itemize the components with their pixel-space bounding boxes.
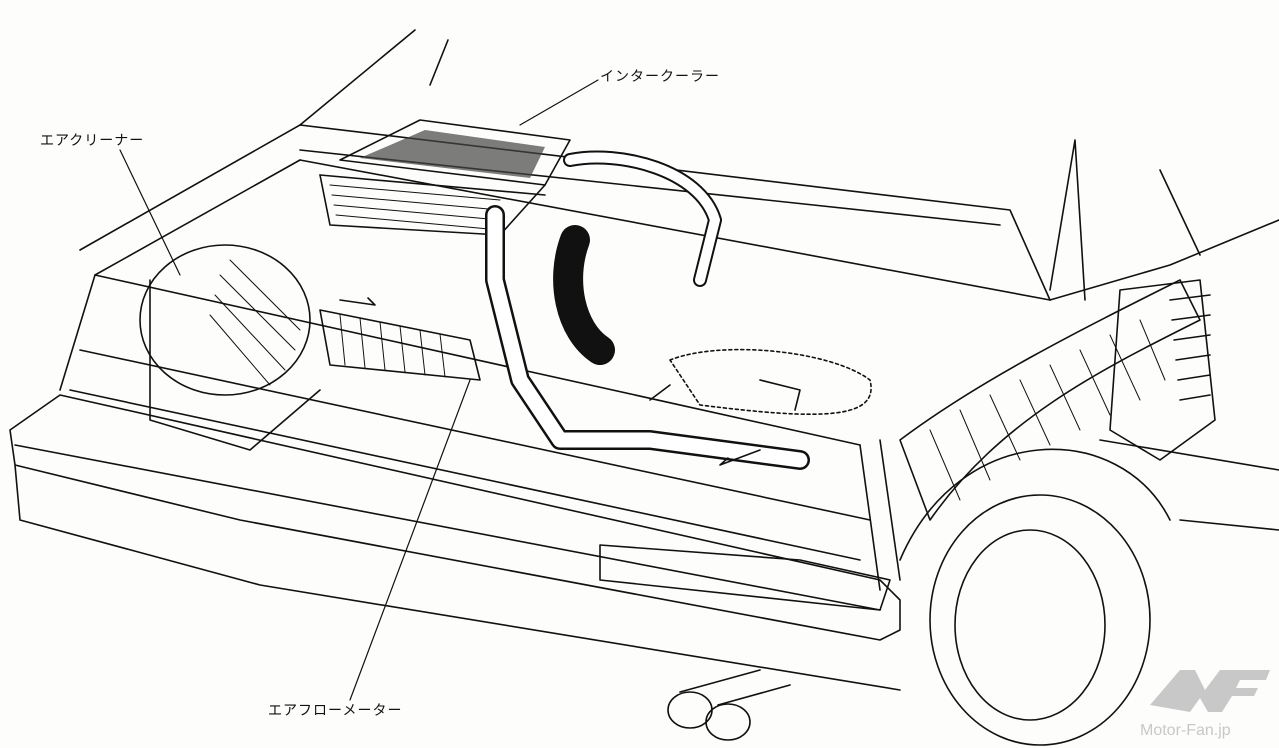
motor-fan-logo [1150, 670, 1270, 712]
label-intercooler: インタークーラー [600, 69, 720, 85]
side-vent [1109, 279, 1216, 461]
label-air-cleaner: エアクリーナー [40, 133, 145, 149]
leader-intercooler [519, 79, 599, 126]
a-pillar-left [299, 29, 416, 126]
leader-air-flow-meter [349, 379, 471, 701]
air-flow-meter [319, 309, 481, 381]
intercooler-core [339, 119, 571, 186]
lower-duct [599, 544, 891, 611]
leader-air-cleaner [119, 149, 181, 276]
front-wheel [929, 494, 1151, 746]
exhaust-pipe-right [705, 703, 751, 741]
intake-duct [899, 279, 1201, 521]
front-bumper [9, 394, 901, 641]
turbo-hose [553, 225, 615, 365]
flow-arrow [339, 297, 376, 306]
label-air-flow-meter: エアフローメーター [268, 703, 403, 719]
watermark-site: Motor-Fan.jp [1140, 722, 1231, 739]
turbo-outline [669, 348, 872, 415]
wheel-arch [899, 448, 1171, 561]
intercooler-outlet-pipe [563, 150, 722, 287]
air-cleaner [139, 244, 311, 396]
